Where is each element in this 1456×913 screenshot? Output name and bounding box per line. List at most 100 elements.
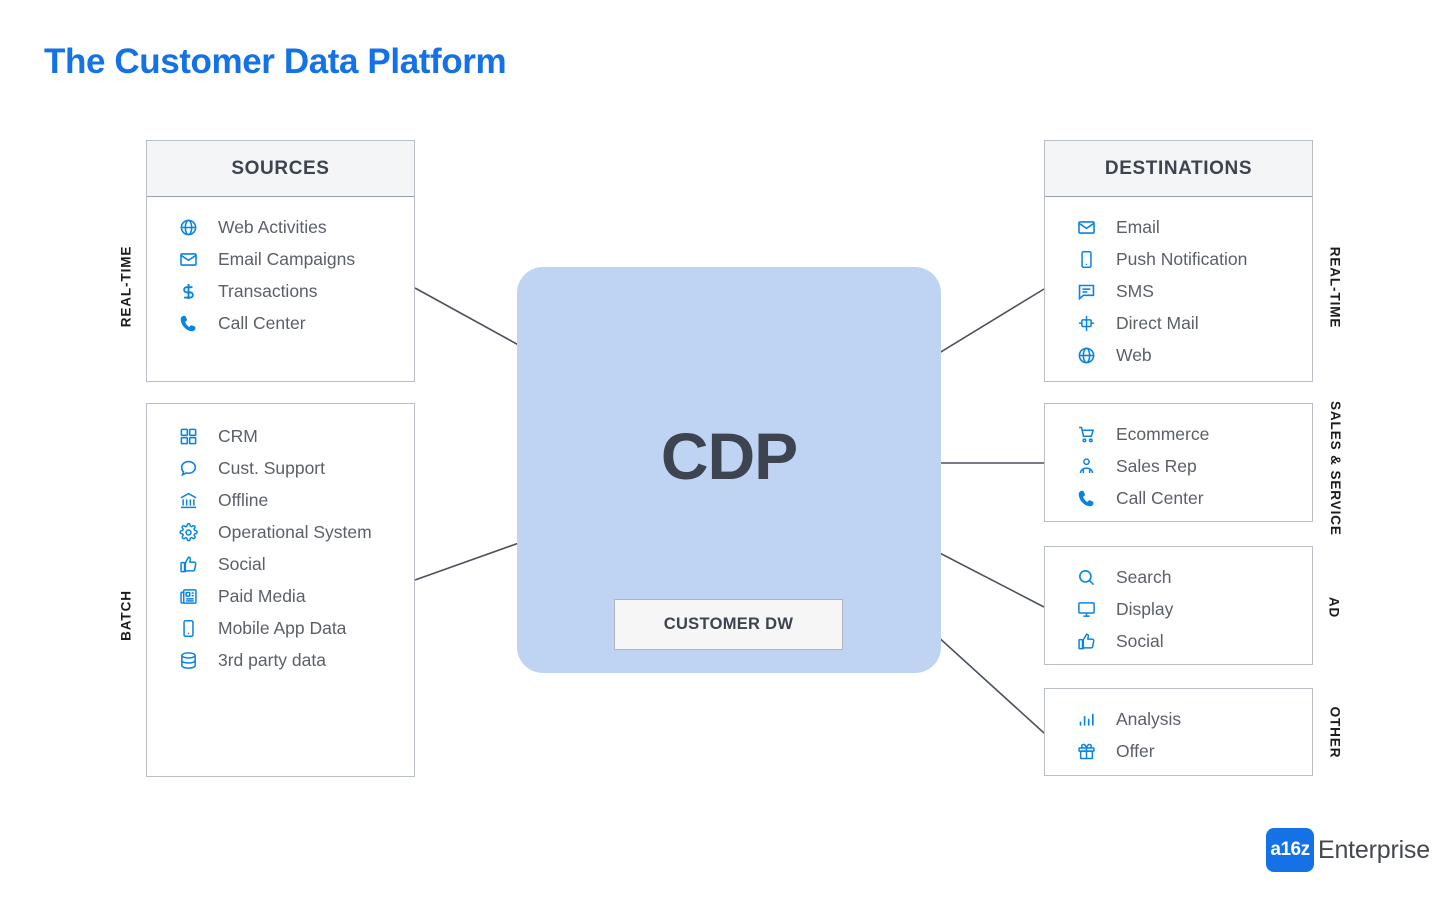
band-label-dest-realtime: REAL-TIME — [1327, 246, 1343, 329]
list-item-label: Sales Rep — [1116, 455, 1197, 476]
list-item-label: Analysis — [1116, 708, 1182, 729]
list-item-label: Email Campaigns — [218, 248, 356, 269]
list-item[interactable]: Mobile App Data — [147, 612, 414, 644]
destinations-ad-list: Search Display Social — [1045, 547, 1312, 671]
list-item[interactable]: Search — [1045, 561, 1312, 593]
list-item[interactable]: Email Campaigns — [147, 243, 414, 275]
database-icon — [175, 649, 201, 671]
list-item-label: Call Center — [1116, 487, 1204, 508]
dollar-icon — [175, 280, 201, 302]
list-item[interactable]: 3rd party data — [147, 644, 414, 676]
list-item-label: Email — [1116, 216, 1160, 237]
list-item[interactable]: Social — [1045, 625, 1312, 657]
list-item[interactable]: SMS — [1045, 275, 1312, 307]
list-item-label: Operational System — [218, 521, 372, 542]
destinations-sales-list: Ecommerce Sales Rep Call Center — [1045, 404, 1312, 528]
destinations-realtime-list: Email Push Notification SMS Direct Mail … — [1045, 197, 1312, 385]
phone-icon — [175, 312, 201, 334]
list-item-label: Offline — [218, 489, 269, 510]
destinations-other-card: Analysis Offer — [1044, 688, 1313, 776]
band-label-dest-sales: SALES & SERVICE — [1328, 401, 1343, 536]
band-label-sources-realtime: REAL-TIME — [118, 245, 134, 328]
bank-icon — [175, 489, 201, 511]
list-item[interactable]: Transactions — [147, 275, 414, 307]
gear-icon — [175, 521, 201, 543]
list-item-label: Web Activities — [218, 216, 327, 237]
list-item[interactable]: Display — [1045, 593, 1312, 625]
thumbs-up-icon — [1073, 630, 1099, 652]
list-item[interactable]: Sales Rep — [1045, 450, 1312, 482]
destinations-sales-card: Ecommerce Sales Rep Call Center — [1044, 403, 1313, 522]
logo: a16z Enterprise — [1266, 828, 1430, 872]
logo-text: Enterprise — [1318, 835, 1430, 864]
list-item-label: CRM — [218, 425, 258, 446]
sources-header: SOURCES — [147, 141, 414, 197]
destinations-ad-card: Search Display Social — [1044, 546, 1313, 665]
list-item[interactable]: Web Activities — [147, 211, 414, 243]
list-item-label: Cust. Support — [218, 457, 325, 478]
list-item-label: Paid Media — [218, 585, 306, 606]
list-item[interactable]: Cust. Support — [147, 452, 414, 484]
list-item[interactable]: Ecommerce — [1045, 418, 1312, 450]
list-item-label: Mobile App Data — [218, 617, 347, 638]
chat-icon — [1073, 280, 1099, 302]
list-item-label: Offer — [1116, 740, 1155, 761]
list-item[interactable]: Social — [147, 548, 414, 580]
list-item-label: Social — [1116, 630, 1164, 651]
mobile-icon — [1073, 248, 1099, 270]
list-item[interactable]: Call Center — [1045, 482, 1312, 514]
list-item-label: SMS — [1116, 280, 1154, 301]
sources-batch-card: CRM Cust. Support Offline Operational Sy… — [146, 403, 415, 777]
newspaper-icon — [175, 585, 201, 607]
list-item[interactable]: Web — [1045, 339, 1312, 371]
globe-icon — [175, 216, 201, 238]
list-item-label: 3rd party data — [218, 649, 326, 670]
search-icon — [1073, 566, 1099, 588]
monitor-icon — [1073, 598, 1099, 620]
list-item[interactable]: Email — [1045, 211, 1312, 243]
list-item[interactable]: Paid Media — [147, 580, 414, 612]
bar-chart-icon — [1073, 708, 1099, 730]
list-item-label: Web — [1116, 344, 1152, 365]
list-item[interactable]: Call Center — [147, 307, 414, 339]
gift-icon — [1073, 740, 1099, 762]
band-label-dest-other: OTHER — [1327, 706, 1343, 759]
list-item-label: Call Center — [218, 312, 306, 333]
list-item[interactable]: Operational System — [147, 516, 414, 548]
people-icon — [1073, 455, 1099, 477]
list-item[interactable]: Direct Mail — [1045, 307, 1312, 339]
destinations-realtime-card: DESTINATIONS Email Push Notification SMS… — [1044, 140, 1313, 382]
a16z-logo-mark: a16z — [1266, 828, 1314, 872]
mobile-icon — [175, 617, 201, 639]
mailbox-icon — [1073, 312, 1099, 334]
destinations-other-list: Analysis Offer — [1045, 689, 1312, 781]
band-label-dest-ad: AD — [1326, 596, 1342, 619]
destinations-header: DESTINATIONS — [1045, 141, 1312, 197]
speech-bubble-icon — [175, 457, 201, 479]
customer-dw-box[interactable]: CUSTOMER DW — [614, 599, 843, 650]
list-item[interactable]: Analysis — [1045, 703, 1312, 735]
grid-icon — [175, 425, 201, 447]
globe-icon — [1073, 344, 1099, 366]
page-title: The Customer Data Platform — [44, 42, 507, 81]
list-item-label: Transactions — [218, 280, 318, 301]
list-item[interactable]: CRM — [147, 420, 414, 452]
list-item[interactable]: Push Notification — [1045, 243, 1312, 275]
sources-batch-list: CRM Cust. Support Offline Operational Sy… — [147, 404, 414, 690]
sources-realtime-list: Web Activities Email Campaigns Transacti… — [147, 197, 414, 353]
thumbs-up-icon — [175, 553, 201, 575]
band-label-sources-batch: BATCH — [118, 590, 134, 641]
phone-icon — [1073, 487, 1099, 509]
list-item[interactable]: Offer — [1045, 735, 1312, 767]
envelope-icon — [175, 248, 201, 270]
list-item-label: Ecommerce — [1116, 423, 1210, 444]
cdp-label: CDP — [660, 419, 798, 493]
list-item-label: Push Notification — [1116, 248, 1248, 269]
envelope-icon — [1073, 216, 1099, 238]
list-item-label: Display — [1116, 598, 1174, 619]
sources-realtime-card: SOURCES Web Activities Email Campaigns T… — [146, 140, 415, 382]
list-item[interactable]: Offline — [147, 484, 414, 516]
list-item-label: Social — [218, 553, 266, 574]
cart-icon — [1073, 423, 1099, 445]
